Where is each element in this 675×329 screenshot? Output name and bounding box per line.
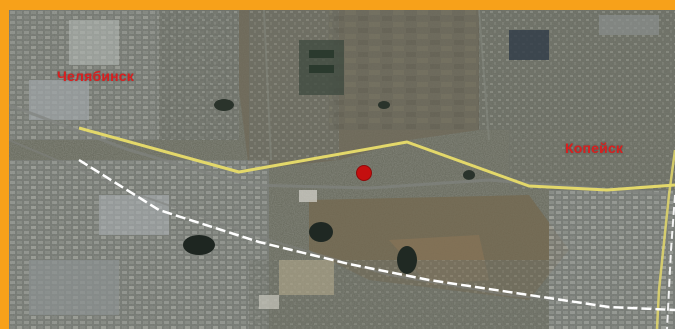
label-kopeysk: Копейск <box>565 140 624 156</box>
location-dot-icon <box>356 165 372 181</box>
map-canvas <box>9 10 675 329</box>
satellite-map[interactable]: Челябинск Копейск <box>9 10 675 329</box>
main-road-yellow <box>78 126 675 192</box>
label-chelyabinsk: Челябинск <box>57 68 134 84</box>
